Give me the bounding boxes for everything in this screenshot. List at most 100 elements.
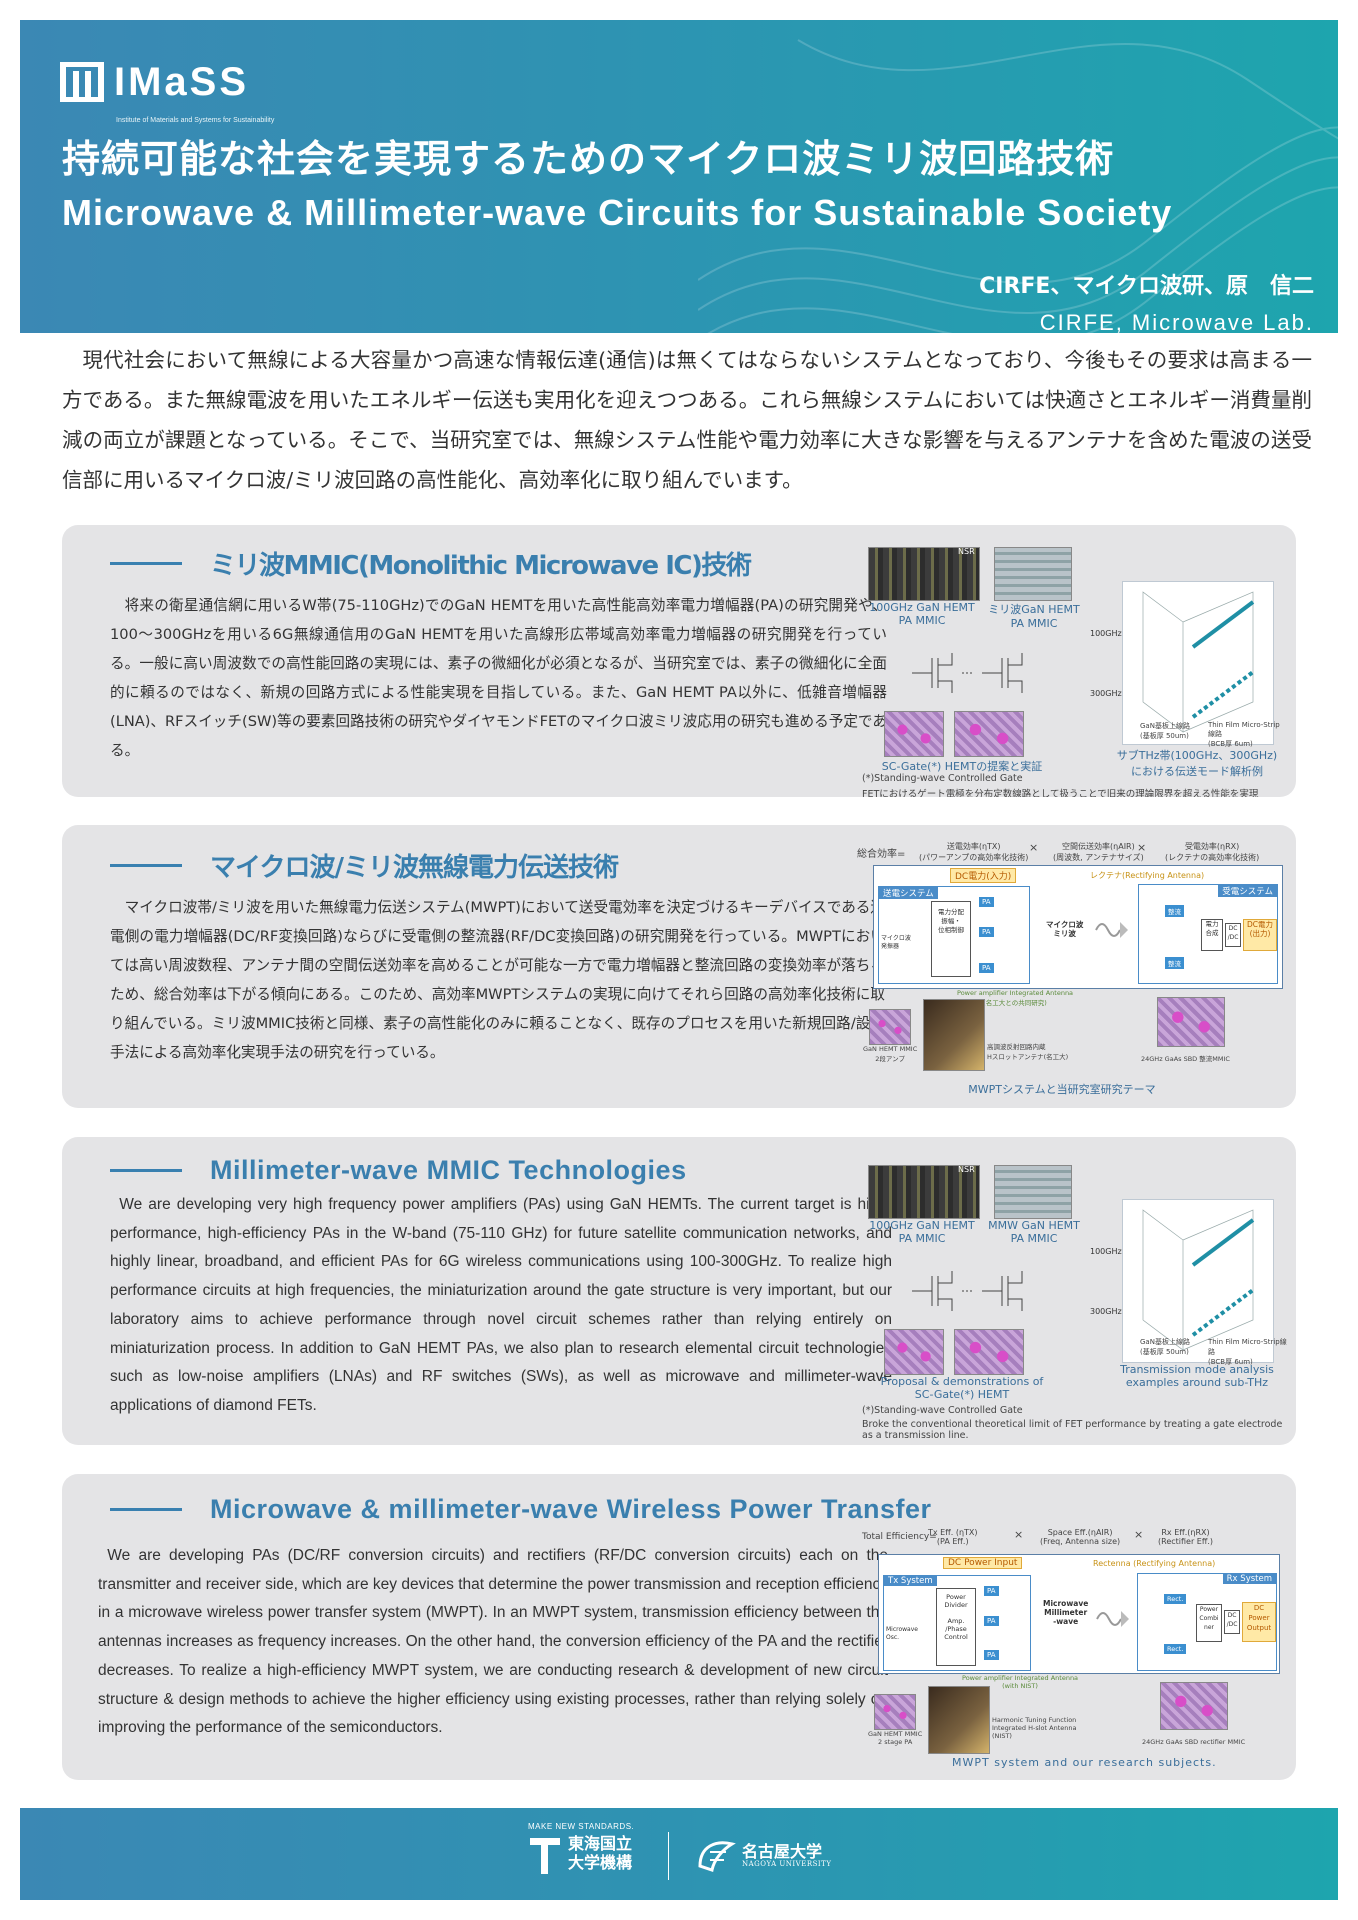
- section-title-text: マイクロ波/ミリ波無線電力伝送技術: [210, 853, 619, 883]
- simulation-panel: [1122, 1199, 1274, 1363]
- power-divider-block: Power Divider Amp. /Phase Control: [936, 1588, 976, 1666]
- space-label: Microwave Millimeter -wave: [1043, 1599, 1089, 1626]
- tokai-name: 東海国立 大学機構: [568, 1834, 633, 1872]
- footer-tagline: MAKE NEW STANDARDS.: [528, 1822, 635, 1831]
- oscillator-label: Microwave Osc.: [886, 1626, 918, 1641]
- title-bar: [110, 562, 182, 565]
- author-english: CIRFE, Microwave Lab.: [1039, 310, 1314, 333]
- system-block-diagram: DC電力(入力) 送電システム 電力分配 振幅・ 位相制御 マイクロ波 発振器 …: [873, 865, 1283, 989]
- section-title: Microwave & millimeter-wave Wireless Pow…: [110, 1494, 932, 1525]
- eq-tx: Tx Eff. (ηTX) (PA Eff.): [928, 1528, 978, 1546]
- simulation-caption: サブTHz帯(100GHz、300GHz) における伝送モード解析例: [1116, 749, 1278, 778]
- section-wpt-en: Microwave & millimeter-wave Wireless Pow…: [62, 1474, 1296, 1780]
- pa-block-3: PA: [979, 963, 994, 973]
- title-bar: [110, 1169, 182, 1172]
- chip-photo-mmw: [994, 1165, 1072, 1219]
- pa-block-2: PA: [984, 1616, 999, 1626]
- dc-output-block: DC電力 (出力): [1243, 919, 1277, 951]
- freq-label-1: 100GHz: [1090, 1247, 1122, 1256]
- tokai-logo-icon: [530, 1838, 560, 1874]
- chip-caption-2: ミリ波GaN HEMT PA MMIC: [988, 603, 1080, 630]
- chip-caption-1: 100GHz GaN HEMT PA MMIC: [869, 601, 975, 627]
- pa-block-3: PA: [984, 1650, 999, 1660]
- chip-photo-100ghz: [868, 547, 980, 601]
- intro-paragraph: 現代社会において無線による大容量かつ高速な情報伝達(通信)は無くてはならないシス…: [62, 340, 1312, 500]
- combiner-block: Power Combi ner: [1196, 1604, 1222, 1642]
- imass-logo: IMaSS: [60, 62, 249, 102]
- logo-subtitle: Institute of Materials and Systems for S…: [116, 117, 275, 124]
- film-line-label: Thin Film Micro-Strip線路 (BCB厚 6um): [1208, 1338, 1287, 1366]
- pa-block-2: PA: [979, 927, 994, 937]
- rectenna-label: Rectenna (Rectifying Antenna): [1093, 1559, 1216, 1568]
- section-wpt-jp: マイクロ波/ミリ波無線電力伝送技術 マイクロ波帯/ミリ波を用いた無線電力伝送シス…: [62, 825, 1296, 1108]
- eq-label: 総合効率=: [857, 849, 906, 860]
- eq-rx: 受電効率(ηRX) (レクテナの高効率化技術): [1165, 842, 1260, 862]
- mmic-label: GaN HEMT MMIC 2段アンプ: [863, 1045, 918, 1063]
- rectifier-mmic-photo: [1157, 997, 1225, 1047]
- dcdc-block: DC /DC: [1224, 1610, 1240, 1634]
- space-label: マイクロ波 ミリ波: [1046, 920, 1084, 938]
- section-body: We are developing PAs (DC/RF conversion …: [98, 1542, 888, 1743]
- nsr-mark: NSR: [958, 1165, 975, 1174]
- rx-system-label: Rx System: [1222, 1574, 1276, 1584]
- rectifier-label: 24GHz GaAs SBD rectifier MMIC: [1142, 1738, 1246, 1746]
- system-block-diagram: DC Power Input Tx System Power Divider A…: [878, 1554, 1280, 1674]
- section-title-text: Microwave & millimeter-wave Wireless Pow…: [210, 1494, 932, 1524]
- combiner-block: 電力 合成: [1201, 919, 1223, 951]
- dc-input-label: DC Power Input: [943, 1557, 1023, 1569]
- eq-tx: 送電効率(ηTX) (パワーアンプの高効率化技術): [919, 842, 1029, 862]
- dcdc-block: DC /DC: [1225, 923, 1241, 947]
- eq-space: 空間伝送効率(ηAIR) (周波数, アンテナサイズ): [1053, 842, 1144, 862]
- mmic-label: GaN HEMT MMIC 2 stage PA: [868, 1730, 923, 1746]
- eq-times-2: ×: [1134, 1528, 1144, 1541]
- intro-text: 現代社会において無線による大容量かつ高速な情報伝達(通信)は無くてはならないシス…: [62, 348, 1312, 492]
- sc-gate-caption: Proposal & demonstrations of SC-Gate(*) …: [880, 1375, 1044, 1401]
- nagoya-logo-icon: [698, 1841, 736, 1872]
- sc-gate-caption: SC-Gate(*) HEMTの提案と実証: [881, 760, 1043, 773]
- author-japanese: CIRFE、マイクロ波研、原 信二: [979, 274, 1314, 299]
- tx-system-label: 送電システム: [879, 887, 938, 899]
- wpt-figure: 総合効率= 送電効率(ηTX) (パワーアンプの高効率化技術) × 空間伝送効率…: [857, 841, 1287, 1103]
- transistor-schematic-icon: [912, 1271, 1023, 1311]
- poster-header: IMaSS Institute of Materials and Systems…: [20, 20, 1338, 333]
- section-title: ミリ波MMIC(Monolithic Microwave IC)技術: [110, 545, 752, 582]
- nagoya-english: NAGOYA UNIVERSITY: [742, 1860, 832, 1868]
- title-bar: [110, 1508, 182, 1511]
- rect-block-1: 整流: [1165, 905, 1184, 917]
- section-title: Millimeter-wave MMIC Technologies: [110, 1155, 687, 1186]
- harmonic-antenna-label: Harmonic Tuning Function Integrated H-sl…: [992, 1716, 1077, 1740]
- wave-arrow-icon: [1095, 922, 1128, 938]
- rect-block-2: Rect.: [1164, 1644, 1187, 1654]
- rectifier-label: 24GHz GaAs SBD 整流MMIC: [1141, 1055, 1230, 1063]
- title-english: Microwave & Millimeter-wave Circuits for…: [62, 192, 1173, 233]
- pa-mmic-photo: [874, 1694, 916, 1730]
- field-simulation-icon: [1142, 591, 1255, 733]
- section-body: 将来の衛星通信網に用いるW帯(75-110GHz)でのGaN HEMTを用いた高…: [110, 591, 887, 765]
- rectifier-mmic-photo: [1160, 1682, 1228, 1730]
- wave-arrow-icon: [1096, 1611, 1129, 1627]
- eq-times-1: ×: [1029, 841, 1039, 854]
- section-title-text: ミリ波MMIC(Monolithic Microwave IC)技術: [210, 551, 752, 581]
- rect-block-2: 整流: [1165, 957, 1184, 969]
- eq-space: Space Eff.(ηAIR) (Freq, Antenna size): [1040, 1528, 1121, 1546]
- antenna-photo: [928, 1686, 990, 1754]
- rx-system-box: Rx System Rect. Rect. Power Combi ner DC…: [1137, 1573, 1277, 1671]
- transistor-schematic-icon: [912, 653, 1023, 693]
- eq-label: Total Efficiency=: [862, 1532, 937, 1542]
- title-japanese: 持続可能な社会を実現するためのマイクロ波ミリ波回路技術: [62, 137, 1115, 181]
- oscillator-label: マイクロ波 発振器: [881, 935, 911, 950]
- freq-label-1: 100GHz: [1090, 629, 1122, 638]
- sc-gate-chip-2: [954, 1329, 1024, 1375]
- section-title: マイクロ波/ミリ波無線電力伝送技術: [110, 847, 619, 884]
- section-title-text: Millimeter-wave MMIC Technologies: [210, 1155, 687, 1185]
- sc-gate-note-2: Broke the conventional theoretical limit…: [862, 1419, 1283, 1441]
- antenna-label: Power amplifier Integrated Antenna (with…: [962, 1674, 1079, 1690]
- tx-system-box: Tx System Power Divider Amp. /Phase Cont…: [883, 1575, 1031, 1671]
- section-body: マイクロ波帯/ミリ波を用いた無線電力伝送システム(MWPT)において送受電効率を…: [110, 893, 885, 1067]
- harmonic-antenna-label: 高調波反射回路内蔵 Hスロットアンテナ(名工大): [987, 1043, 1069, 1061]
- mmic-figure: NSR 100GHz GaN HEMT PA MMIC ミリ波GaN HEMT …: [862, 543, 1282, 797]
- chip-photo-mmw: [994, 547, 1072, 601]
- section-mmic-en: Millimeter-wave MMIC Technologies We are…: [62, 1137, 1296, 1445]
- pa-block-1: PA: [979, 897, 994, 907]
- mmic-figure-en: NSR 100GHz GaN HEMT PA MMIC MMW GaN HEMT…: [862, 1161, 1292, 1445]
